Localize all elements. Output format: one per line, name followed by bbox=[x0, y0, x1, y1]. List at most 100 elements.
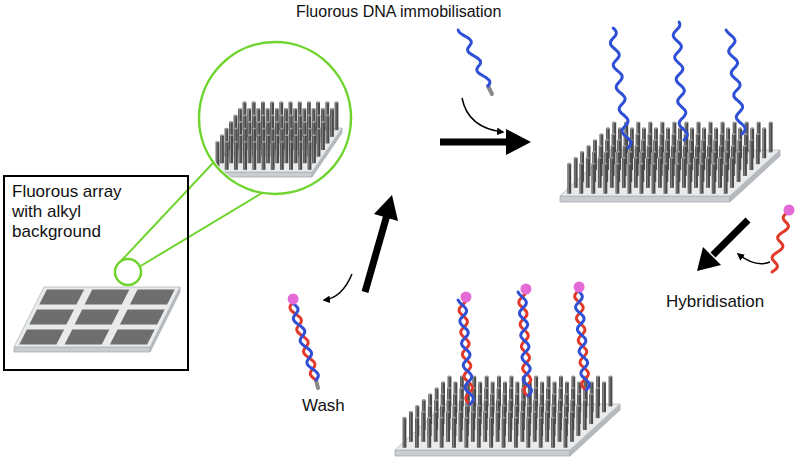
pillar bbox=[602, 381, 606, 412]
pillar bbox=[415, 417, 419, 448]
process-arrow-head bbox=[697, 247, 721, 271]
pillar-body bbox=[670, 158, 674, 188]
pillar bbox=[252, 141, 256, 170]
inset-array bbox=[212, 101, 342, 177]
pillar-top bbox=[216, 141, 220, 143]
pillar bbox=[596, 387, 600, 418]
slab-top bbox=[14, 287, 180, 347]
pillar-body bbox=[471, 412, 475, 442]
pillar-top bbox=[335, 101, 339, 103]
pillar-body bbox=[769, 122, 773, 152]
pillar-top bbox=[589, 393, 593, 395]
pillar-shine bbox=[683, 158, 684, 188]
pillar-body bbox=[225, 142, 229, 170]
pillar-top bbox=[266, 108, 270, 110]
pillar-top bbox=[477, 417, 481, 419]
pillar bbox=[579, 163, 583, 194]
pillar-body bbox=[579, 164, 583, 194]
pillar-top bbox=[485, 375, 489, 377]
pillar-top bbox=[489, 417, 493, 419]
array-spot bbox=[110, 329, 155, 344]
pillar-top bbox=[409, 411, 413, 413]
pillar-top bbox=[293, 108, 297, 110]
array-spot bbox=[39, 289, 84, 304]
pillar-shine bbox=[304, 135, 305, 163]
pillar bbox=[317, 128, 321, 157]
pillar bbox=[539, 417, 543, 448]
pillar-top bbox=[574, 157, 578, 159]
pillar-shine bbox=[472, 412, 473, 442]
pillar-shine bbox=[609, 376, 610, 406]
pillar-shine bbox=[635, 158, 636, 188]
pillar-shine bbox=[428, 418, 429, 448]
pillar bbox=[483, 411, 487, 442]
pillar bbox=[646, 157, 650, 188]
pillar-top bbox=[730, 157, 734, 159]
pillar bbox=[243, 141, 247, 170]
pillar-body bbox=[545, 412, 549, 442]
dna-strand bbox=[519, 292, 531, 396]
pillar-top bbox=[460, 387, 464, 389]
zoom-spot bbox=[115, 259, 141, 285]
pillar-shine bbox=[575, 158, 576, 188]
pillar-top bbox=[280, 141, 284, 143]
pillar-shine bbox=[230, 135, 231, 163]
pillar-top bbox=[484, 387, 488, 389]
pillar-shine bbox=[587, 158, 588, 188]
pillar bbox=[280, 141, 284, 170]
pillar bbox=[670, 157, 674, 188]
pillar-body bbox=[239, 135, 243, 163]
pillar bbox=[409, 411, 413, 442]
pillar-shine bbox=[664, 164, 665, 194]
pillar-top bbox=[298, 141, 302, 143]
pillar-top bbox=[689, 151, 693, 153]
pillar-shine bbox=[770, 122, 771, 152]
pillar-top bbox=[609, 375, 613, 377]
pillar-top bbox=[564, 405, 568, 407]
pillar-top bbox=[660, 133, 664, 135]
pillar-body bbox=[602, 382, 606, 412]
pillar-shine bbox=[604, 164, 605, 194]
pillar-top bbox=[547, 375, 551, 377]
pillar bbox=[262, 141, 266, 170]
pillar-top bbox=[724, 163, 728, 165]
pillar bbox=[664, 163, 668, 194]
pillar-top bbox=[725, 151, 729, 153]
pillar-shine bbox=[676, 164, 677, 194]
pillar-shine bbox=[552, 418, 553, 448]
pillar-top bbox=[565, 381, 569, 383]
pillar-shine bbox=[515, 418, 516, 448]
pillar bbox=[583, 399, 587, 430]
pillar-top bbox=[596, 387, 600, 389]
pillar-top bbox=[220, 134, 224, 136]
pillar bbox=[743, 145, 747, 176]
pillar-shine bbox=[453, 418, 454, 448]
dna-strand bbox=[673, 22, 687, 140]
pillar-body bbox=[712, 164, 716, 194]
pillar-top bbox=[697, 121, 701, 123]
pillar-top bbox=[252, 128, 256, 130]
pillar bbox=[216, 141, 220, 170]
pillar bbox=[533, 411, 537, 442]
pillar-top bbox=[243, 128, 247, 130]
pillar-top bbox=[415, 417, 419, 419]
pillar-body bbox=[564, 418, 568, 448]
array-with-duplex bbox=[395, 282, 620, 457]
pillar-top bbox=[234, 141, 238, 143]
pillar-top bbox=[520, 411, 524, 413]
pillar-top bbox=[440, 417, 444, 419]
pillar-body bbox=[658, 158, 662, 188]
pillar-top bbox=[673, 121, 677, 123]
pillar bbox=[234, 141, 238, 170]
pillar-top bbox=[580, 151, 584, 153]
pillar-top bbox=[712, 163, 716, 165]
pillar-top bbox=[745, 121, 749, 123]
pillar-top bbox=[497, 375, 501, 377]
pillar-top bbox=[289, 141, 293, 143]
dna-strand bbox=[458, 30, 490, 86]
pillar-body bbox=[750, 140, 754, 170]
process-arrow bbox=[365, 215, 387, 292]
pillar-top bbox=[275, 121, 279, 123]
pillar-body bbox=[465, 418, 469, 448]
pillar-top bbox=[243, 101, 247, 103]
